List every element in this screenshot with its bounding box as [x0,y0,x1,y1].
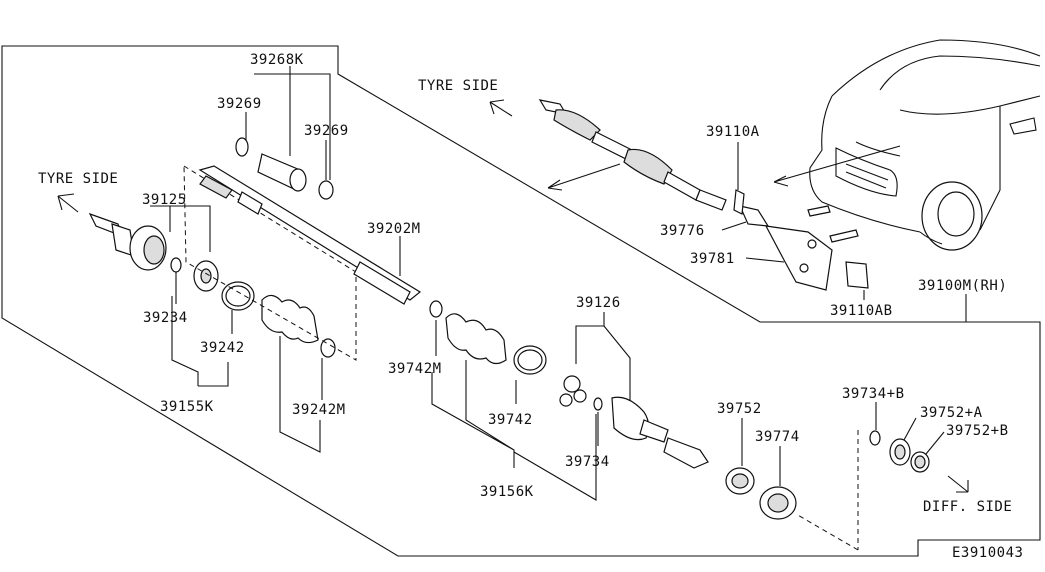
band-39742m [429,300,443,318]
diff-side-arrow [947,475,969,493]
label-39742: 39742 [488,412,533,428]
label-39269-left: 39269 [217,96,262,112]
seal-39752b [910,451,930,473]
outer-joint-shaft [88,212,167,271]
label-39156k: 39156K [480,484,534,500]
boot-outer [261,294,319,344]
diff-side-label: DIFF. SIDE [923,499,1012,515]
label-39242: 39242 [200,340,245,356]
label-39752: 39752 [717,401,762,417]
label-39242m: 39242M [292,402,346,418]
label-39752b: 39752+B [946,423,1009,439]
seal-39752 [725,467,755,495]
label-39776: 39776 [660,223,705,239]
bracket-39781 [764,225,833,291]
bolts-39110ab [807,205,869,289]
circlip-39734b [869,430,881,446]
shaft-overview [538,99,727,211]
band-39742 [513,345,547,375]
label-39734b: 39734+B [842,386,905,402]
assembly-border [1,45,1041,557]
tyre-side-label-left: TYRE SIDE [38,171,118,187]
ring-39269-left [235,137,249,157]
label-39100m-rh: 39100M(RH) [918,278,1007,294]
label-39234: 39234 [143,310,188,326]
label-39110ab: 39110AB [830,303,893,319]
tyre-side-arrow-left [57,193,79,213]
bearing-39774 [759,486,797,520]
plate-39776 [738,205,770,227]
figure-code: E3910043 [952,545,1023,561]
label-39125: 39125 [142,192,187,208]
drive-shaft [198,165,422,305]
label-39126: 39126 [576,295,621,311]
kit-bracket-outer [183,165,357,361]
inner-race [193,260,219,292]
seal-39752a [889,438,911,466]
label-39268k: 39268K [250,52,304,68]
leader-lines [150,66,967,501]
inner-joint-housing [611,396,709,469]
band-39242 [221,281,255,311]
damper-39268k [257,153,307,192]
band-39242m [320,338,336,358]
circlip-39234 [170,257,182,273]
spider-39126 [559,375,587,407]
vehicle-outline [809,39,1041,251]
circlip-39734 [593,397,603,411]
kit-bracket-diff [795,430,859,551]
vehicle-pointer-arrow [773,145,901,187]
overview-arrow [547,163,621,191]
label-39781: 39781 [690,251,735,267]
bolt-39110a [733,189,745,215]
label-39155k: 39155K [160,399,214,415]
label-39110a: 39110A [706,124,760,140]
label-39734: 39734 [565,454,610,470]
ring-39269-right [318,180,334,200]
label-39269-right: 39269 [304,123,349,139]
boot-inner [445,313,507,365]
label-39202m: 39202M [367,221,421,237]
tyre-side-label-top: TYRE SIDE [418,78,498,94]
label-39752a: 39752+A [920,405,983,421]
label-39742m: 39742M [388,361,442,377]
tyre-side-arrow-top [489,99,513,117]
label-39774: 39774 [755,429,800,445]
